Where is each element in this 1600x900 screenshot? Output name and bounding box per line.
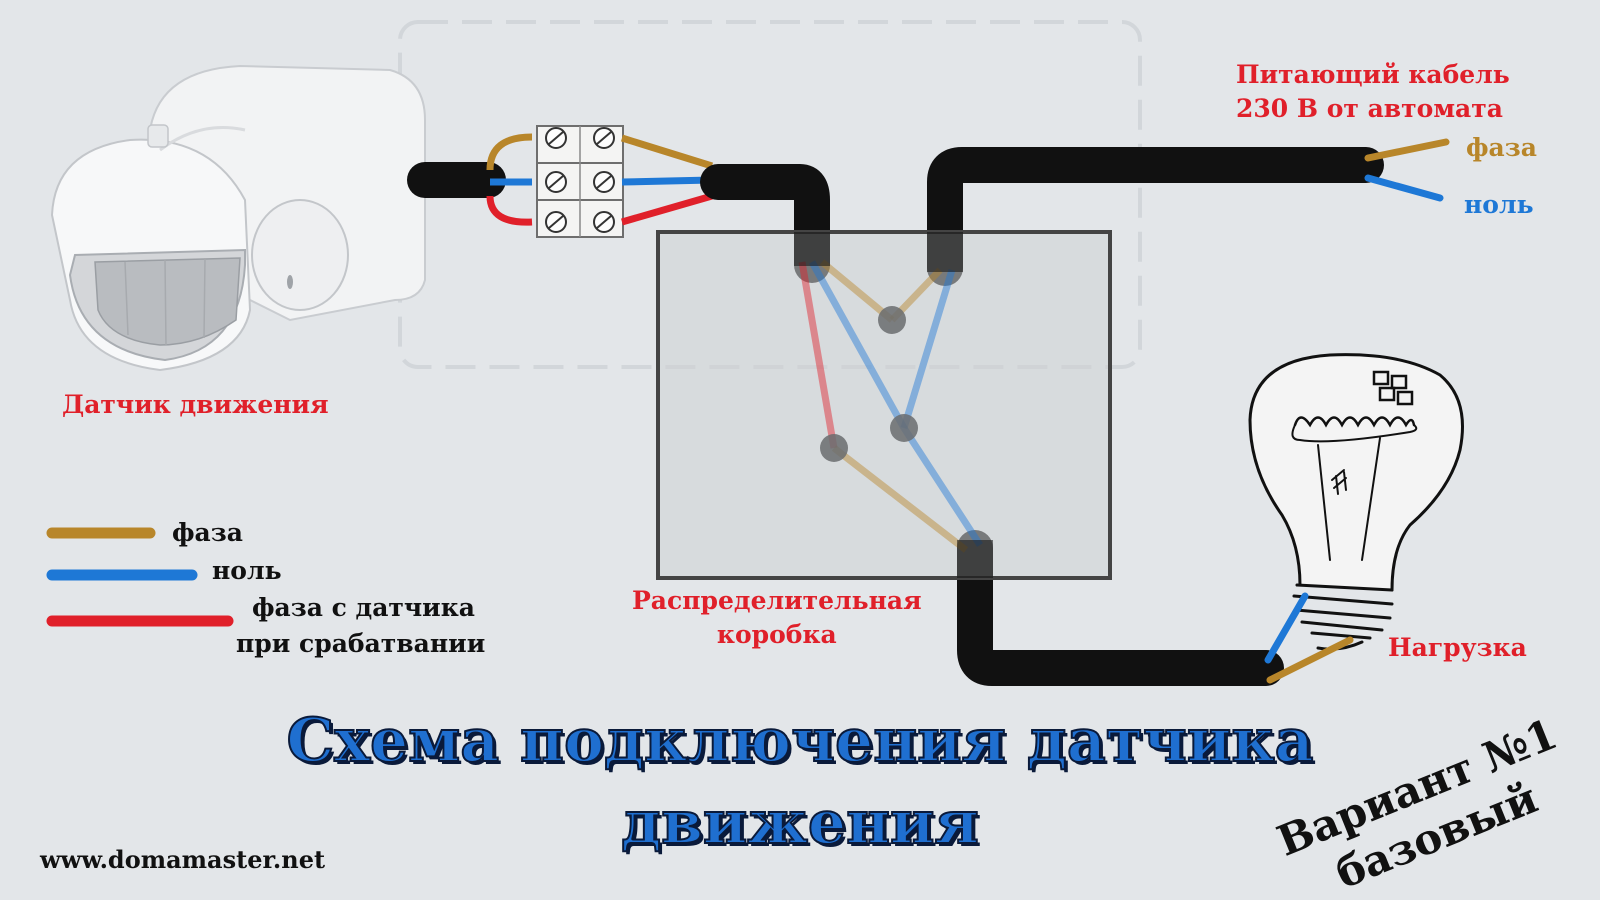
supply-neutral-label: ноль [1464,190,1534,219]
terminal-wire-phase [620,134,714,170]
legend-phase-label: фаза [172,518,243,547]
lamp-wire-neutral [1264,592,1309,664]
supply-cable-label: Питающий кабель 230 В от автомата [1236,58,1510,126]
terminal-block-icon [536,125,624,238]
website-url: www.domamaster.net [40,845,326,874]
junction-box-label: Распределительная коробка [632,584,922,652]
diagram-title: Схема подключения датчика движения [150,700,1450,864]
light-bulb-icon [1248,353,1464,651]
supply-cable-label-line1: Питающий кабель [1236,60,1510,89]
connector-sensor-phase-node [820,434,848,462]
terminal-wire-sensor-phase [621,192,713,226]
box-wire-sensor-phase-b [831,445,969,553]
diagram-title-line1: Схема подключения датчика [285,705,1314,777]
lamp-wire-phase [1266,636,1354,684]
supply-phase-label: фаза [1466,133,1537,162]
sensor-label: Датчик движения [62,390,329,419]
supply-cable [927,147,1384,286]
connector-phase-node [878,306,906,334]
box-wire-sensor-phase-a [798,261,838,449]
junction-box-label-line2: коробка [716,620,837,649]
box-wire-phase-a [819,259,895,323]
motion-sensor-icon [50,64,426,372]
legend-sensor-phase-line1: фаза с датчика [252,593,475,622]
supply-cable-label-line2: 230 В от автомата [1236,94,1503,123]
load-label: Нагрузка [1388,633,1527,662]
legend-sensor-phase-line2: при срабатвании [236,629,486,658]
legend-sensor-phase-label: фаза с датчика при срабатвании [236,590,485,662]
sensor-wire-sensor-phase [486,195,533,226]
supply-wire-neutral [1364,174,1444,202]
legend-neutral-label: ноль [212,556,282,585]
diagram-title-line2: движения [620,787,980,859]
sensor-to-box-cable [700,164,830,283]
box-wire-neutral-c [901,426,983,547]
junction-box-label-line1: Распределительная [632,586,922,615]
connector-neutral-node [890,414,918,442]
load-cable [957,530,1284,686]
supply-wire-phase [1364,138,1450,162]
box-wire-neutral-a [808,260,908,430]
box-wire-neutral-b [900,268,956,430]
sensor-wire-phase [486,133,533,171]
terminal-wire-neutral [621,176,713,186]
junction-box [656,230,1112,580]
